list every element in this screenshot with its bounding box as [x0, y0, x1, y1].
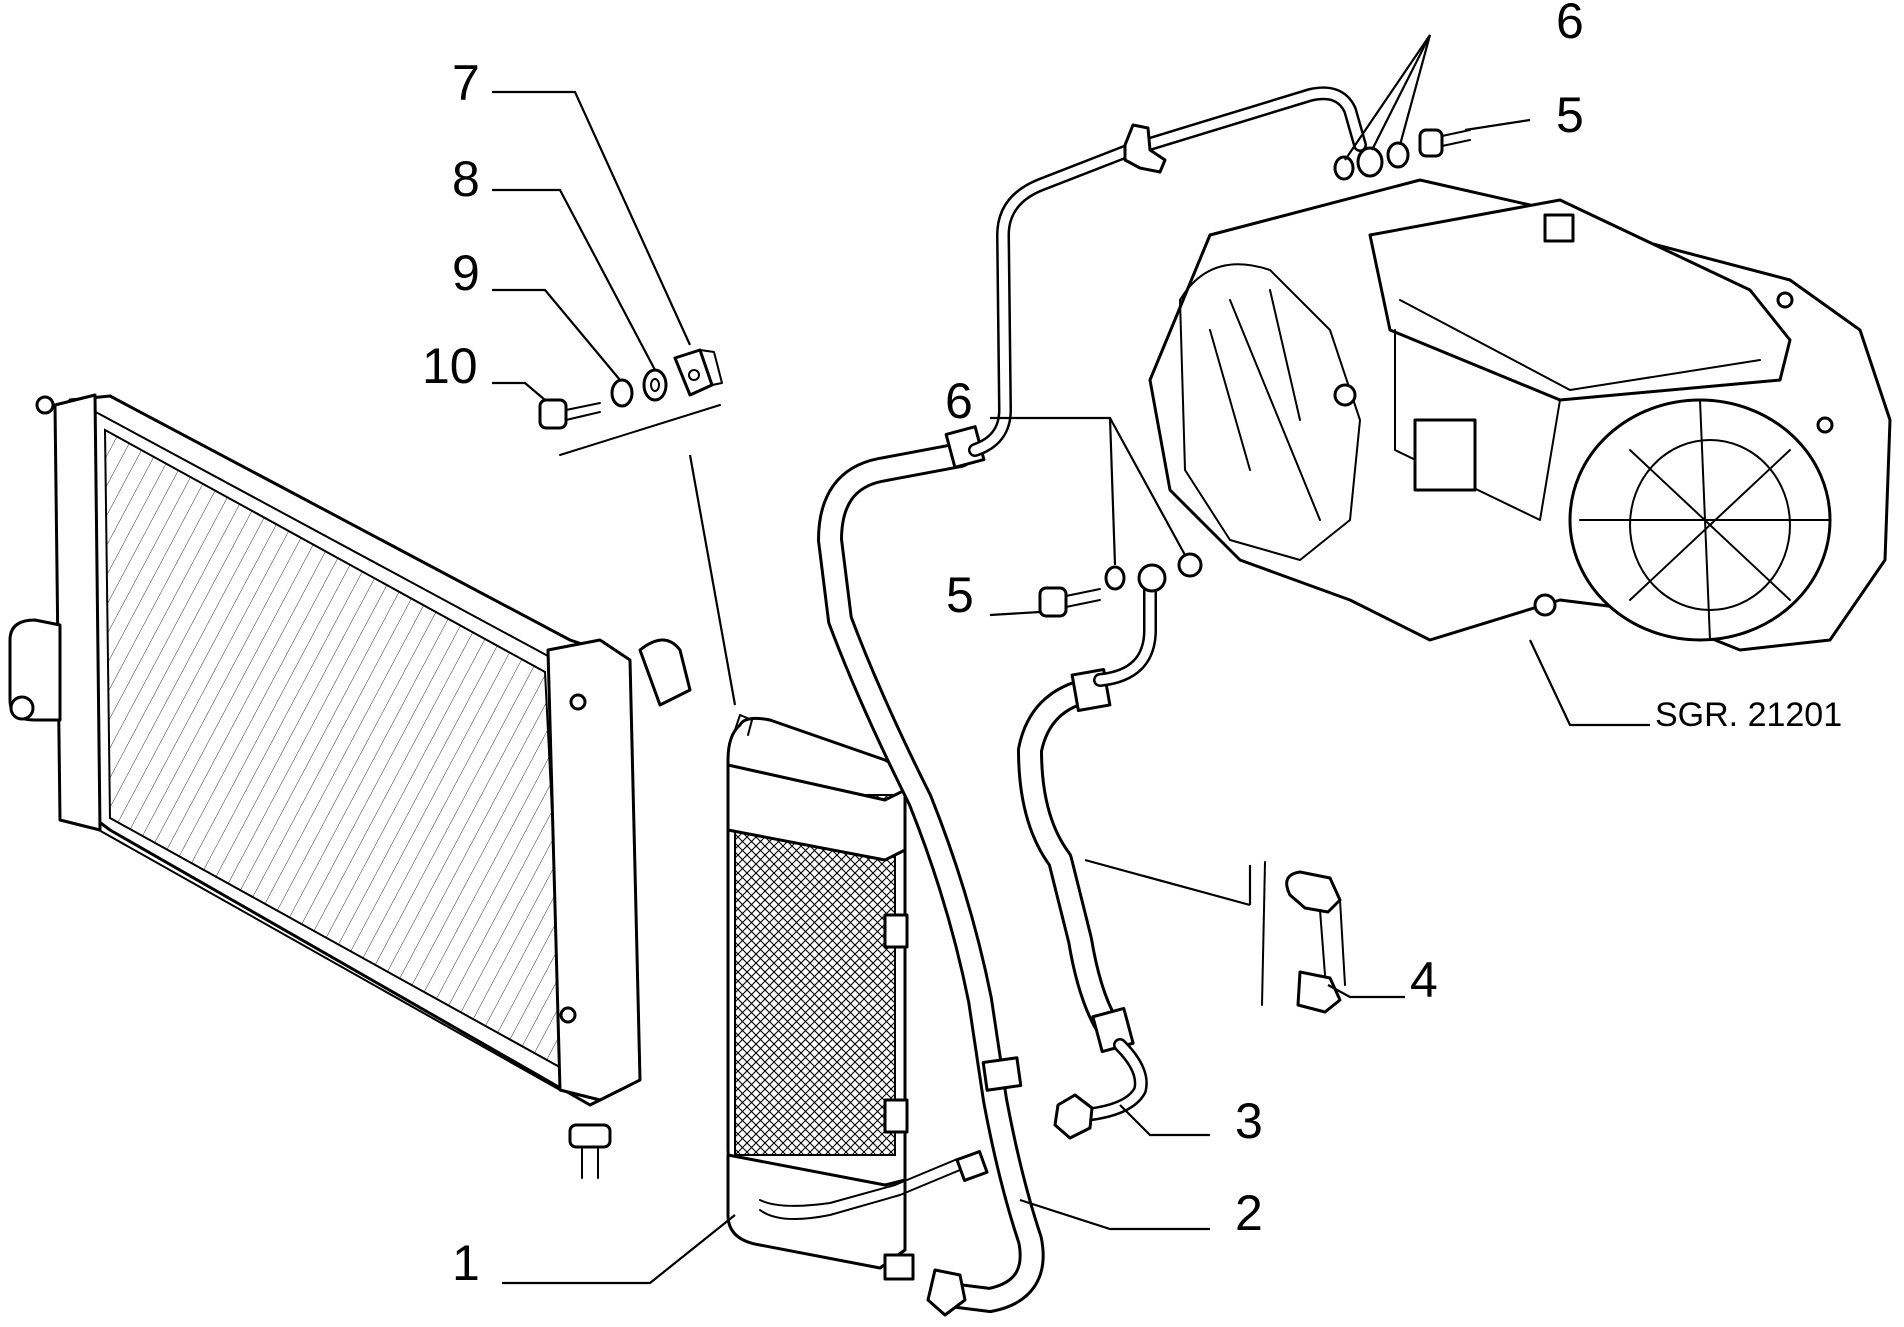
callout-labels: 1 2 3 4 5 5 6 6 7 8 9 10 SGR. 21201 — [422, 0, 1842, 1291]
callout-10: 10 — [422, 338, 478, 394]
oil-cooler — [726, 714, 989, 1281]
leader-lines — [492, 34, 1650, 1285]
callout-8: 8 — [452, 151, 480, 207]
transmission — [1148, 178, 1892, 652]
reference-code: SGR. 21201 — [1655, 696, 1842, 734]
callout-7: 7 — [452, 55, 480, 111]
callout-6-upper: 6 — [1556, 0, 1584, 49]
callout-2: 2 — [1235, 1185, 1263, 1241]
hose-2 — [817, 425, 1045, 1317]
clamp-4 — [1261, 861, 1346, 1014]
hardware-5-6-lower — [1038, 552, 1203, 618]
callout-3: 3 — [1235, 1093, 1263, 1149]
radiator — [8, 393, 692, 1179]
callout-1: 1 — [452, 1235, 480, 1291]
callout-9: 9 — [452, 245, 480, 301]
hose-3 — [1017, 563, 1167, 1140]
hardware-7-10 — [538, 348, 723, 456]
callout-4: 4 — [1410, 952, 1438, 1008]
hardware-5-6-upper — [1333, 128, 1471, 181]
upper-pipe — [968, 86, 1367, 457]
callout-5-lower: 5 — [946, 567, 974, 623]
callout-6-lower: 6 — [945, 373, 973, 429]
callout-5-upper: 5 — [1556, 87, 1584, 143]
